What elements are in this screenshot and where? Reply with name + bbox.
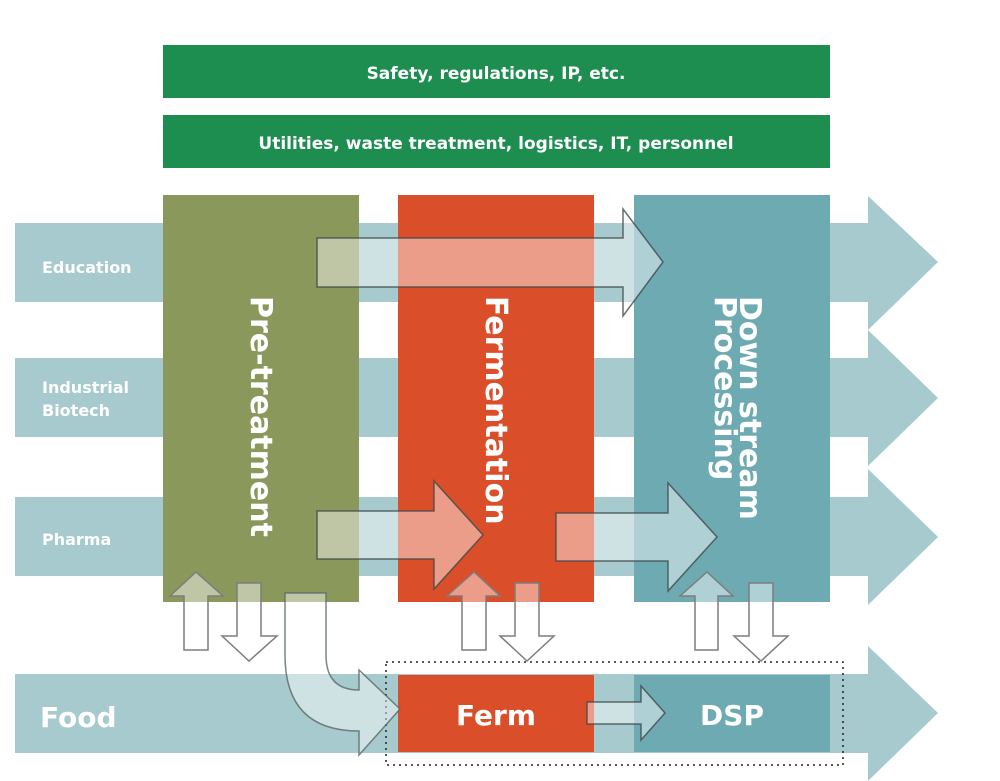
banner-utilities-bg xyxy=(163,115,830,168)
food-process-dotted-box xyxy=(385,661,844,766)
row-label-industrial: Industrial xyxy=(42,378,129,397)
food-stage-dsp xyxy=(634,675,830,752)
stage-fermentation xyxy=(398,195,594,602)
banner-safety-label: Safety, regulations, IP, etc. xyxy=(367,64,626,84)
food-stage-ferm-label: Ferm xyxy=(456,699,536,732)
stage-label-downstream: Down stream xyxy=(732,296,767,520)
stage-pretreatment xyxy=(163,195,359,602)
exchange-up-arrow-pretreatment xyxy=(168,570,225,651)
row-label-education: Education xyxy=(42,258,132,277)
exchange-down-arrow-dsp xyxy=(732,582,790,663)
flow-arrow-pharma-to-dsp xyxy=(555,481,719,593)
row-label-pharma: Pharma xyxy=(42,530,111,549)
flow-arrow-ferm-to-dsp xyxy=(586,684,667,742)
exchange-up-arrow-dsp xyxy=(678,570,735,651)
exchange-down-arrow-fermentation xyxy=(498,582,556,663)
food-stage-ferm xyxy=(398,675,594,752)
stage-label-pretreatment: Pre-treatment xyxy=(243,296,278,537)
banner-safety-bg xyxy=(163,45,830,98)
stage-downstream-processing xyxy=(634,195,830,602)
stage-label-fermentation: Fermentation xyxy=(478,296,513,525)
row-label-biotech: Biotech xyxy=(42,401,110,420)
banner-utilities: Utilities, waste treatment, logistics, I… xyxy=(163,115,830,168)
exchange-down-arrow-pretreatment xyxy=(220,582,279,663)
food-stage-dsp-label: DSP xyxy=(700,699,764,732)
row-label-food: Food xyxy=(40,701,117,734)
stage-label-processing: Processing xyxy=(707,296,742,480)
banner-utilities-label: Utilities, waste treatment, logistics, I… xyxy=(258,134,733,154)
banner-safety: Safety, regulations, IP, etc. xyxy=(163,45,830,98)
flow-arrow-curved-pretreatment-to-ferm xyxy=(284,592,402,757)
flow-arrow-education xyxy=(316,206,664,319)
exchange-up-arrow-fermentation xyxy=(445,570,502,651)
flow-arrow-pharma-to-fermentation xyxy=(316,479,485,591)
